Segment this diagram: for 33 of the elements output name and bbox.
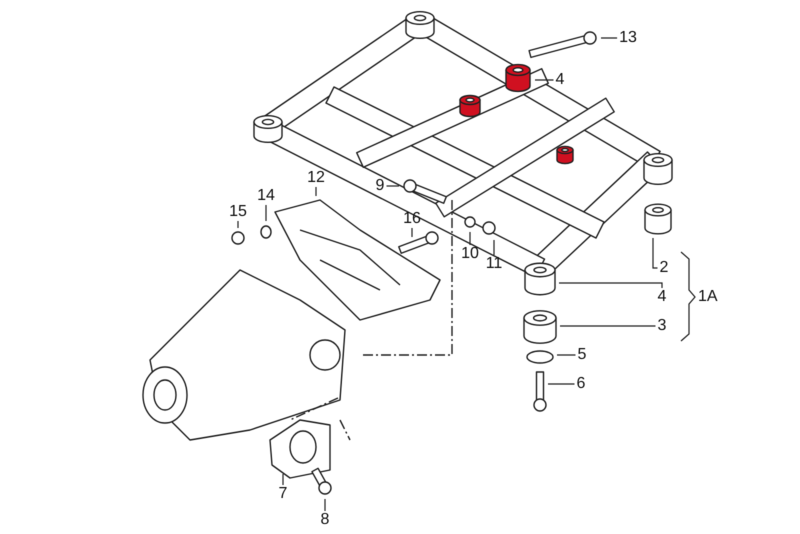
callout-number: 9 — [376, 177, 384, 195]
leader-line — [560, 325, 656, 327]
leader-line — [557, 354, 576, 356]
callout-number: 3 — [658, 317, 666, 335]
callout-number: 12 — [307, 169, 325, 187]
leader-line — [601, 37, 618, 39]
leader-line — [237, 221, 239, 228]
leader-line — [315, 187, 317, 196]
group-callout-number: 1A — [698, 288, 718, 306]
leader-line — [535, 79, 554, 81]
callout-number: 13 — [619, 29, 637, 47]
leader-line — [282, 474, 284, 485]
leader-line — [324, 499, 326, 511]
callout-number: 2 — [660, 259, 668, 277]
callout-number: 6 — [576, 375, 586, 393]
callout-number: 10 — [461, 245, 479, 263]
callout-number: 8 — [320, 511, 330, 529]
leader-line — [411, 228, 413, 237]
callout-number: 4 — [556, 71, 564, 89]
callout-number: 16 — [403, 210, 421, 228]
callout-number: 14 — [257, 187, 275, 205]
leader-line — [493, 240, 495, 255]
leader-line — [469, 232, 471, 245]
callout-number: 5 — [578, 346, 586, 364]
callout-number: 15 — [229, 203, 247, 221]
leader-line — [265, 205, 267, 221]
callout-number: 4 — [658, 288, 666, 306]
leader-line — [559, 282, 663, 288]
leader-line — [386, 185, 399, 187]
leader-line — [548, 383, 574, 385]
callout-number: 7 — [278, 485, 288, 503]
leader-line — [652, 238, 658, 269]
callout-number: 11 — [486, 255, 502, 273]
